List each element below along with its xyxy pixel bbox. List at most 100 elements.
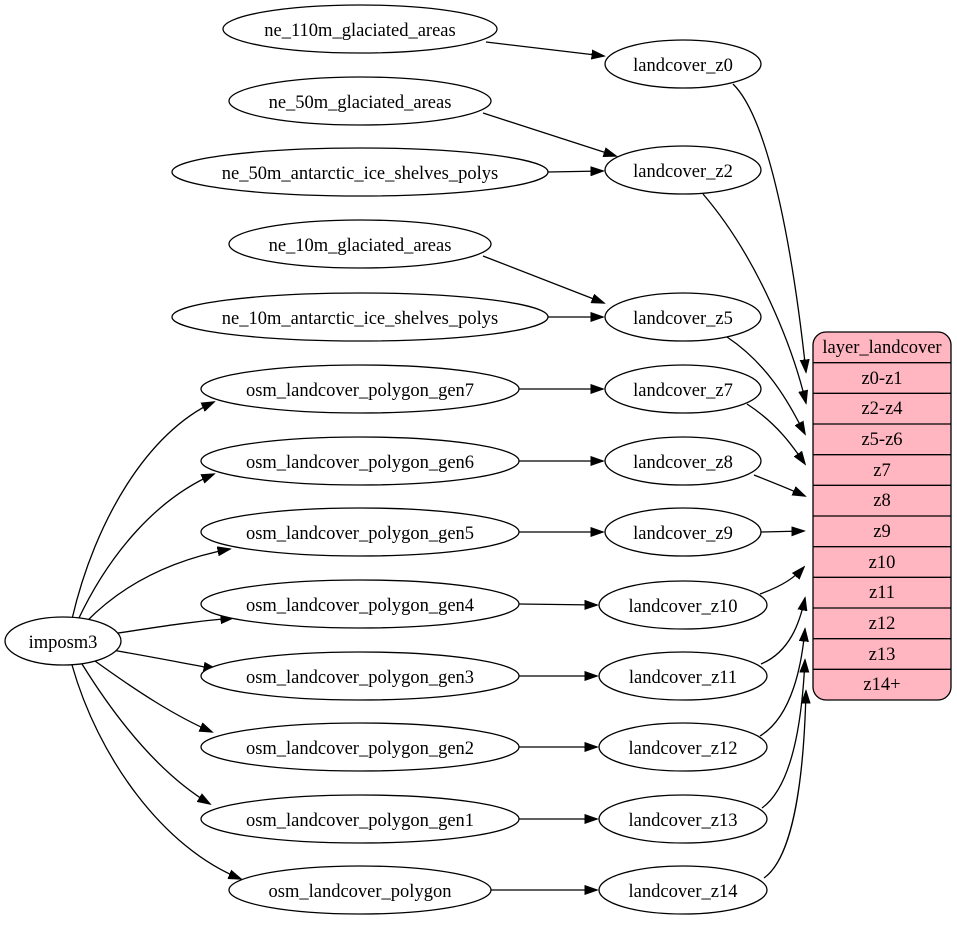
node-shape	[604, 145, 762, 195]
node-landcover_z2: landcover_z2	[604, 145, 762, 195]
node-osm_landcover_polygon_gen2: osm_landcover_polygon_gen2	[200, 722, 520, 772]
edge-imposm3-to-osm_landcover_polygon_gen2	[94, 660, 212, 732]
table-row-z8: z8	[873, 491, 890, 511]
node-ne_10m_antarctic_ice_shelves_polys: ne_10m_antarctic_ice_shelves_polys	[171, 292, 549, 342]
table-row-z7: z7	[873, 461, 890, 481]
edge-landcover_z14-to-row-z14-plus	[763, 691, 806, 879]
edge-imposm3-to-osm_landcover_polygon	[71, 664, 241, 879]
node-label: osm_landcover_polygon_gen5	[246, 524, 474, 544]
node-imposm3: imposm3	[4, 616, 122, 666]
node-shape	[598, 722, 768, 772]
table-row-z2-z4: z2-z4	[861, 399, 902, 419]
node-shape	[200, 722, 520, 772]
edge-layer	[71, 41, 806, 890]
node-shape	[228, 219, 492, 269]
node-label: ne_50m_glaciated_areas	[269, 93, 452, 113]
node-label: osm_landcover_polygon_gen3	[246, 668, 474, 688]
node-landcover_z13: landcover_z13	[598, 794, 768, 844]
table-row-z14-plus: z14+	[863, 675, 900, 695]
edge-landcover_z5-to-row-z5-z6	[726, 336, 805, 434]
edge-landcover_z13-to-row-z13	[761, 660, 805, 809]
node-ne_10m_glaciated_areas: ne_10m_glaciated_areas	[228, 219, 492, 269]
node-shape	[598, 580, 768, 630]
node-shape	[228, 76, 492, 126]
node-label: landcover_z0	[633, 56, 733, 76]
edge-landcover_z11-to-row-z11	[760, 598, 805, 665]
node-ne_50m_antarctic_ice_shelves_polys: ne_50m_antarctic_ice_shelves_polys	[171, 147, 549, 197]
edge-landcover_z7-to-row-z7	[746, 403, 805, 464]
edge-landcover_z2-to-row-z2-z4	[702, 193, 806, 403]
table-title: layer_landcover	[822, 338, 941, 358]
edge-landcover_z12-to-row-z12	[759, 629, 805, 737]
node-ne_110m_glaciated_areas: ne_110m_glaciated_areas	[222, 4, 498, 54]
node-label: osm_landcover_polygon_gen6	[246, 453, 474, 473]
edge-imposm3-to-osm_landcover_polygon_gen4	[111, 618, 233, 635]
edge-ne_110m_glaciated_areas-to-landcover_z0	[485, 41, 604, 56]
node-label: landcover_z10	[629, 597, 738, 617]
node-label: osm_landcover_polygon_gen1	[246, 811, 474, 831]
node-shape	[171, 292, 549, 342]
node-shape	[4, 616, 122, 666]
node-landcover_z5: landcover_z5	[604, 292, 762, 342]
edge-imposm3-to-osm_landcover_polygon_gen5	[85, 549, 230, 623]
node-shape	[200, 507, 520, 557]
edge-ne_10m_glaciated_areas-to-landcover_z5	[482, 255, 604, 303]
node-landcover_z10: landcover_z10	[598, 580, 768, 630]
node-osm_landcover_polygon_gen1: osm_landcover_polygon_gen1	[200, 794, 520, 844]
node-shape	[604, 507, 762, 557]
node-label: osm_landcover_polygon_gen7	[246, 381, 474, 401]
node-label: landcover_z8	[633, 453, 733, 473]
edge-ne_50m_antarctic_ice_shelves_polys-to-landcover_z2	[547, 171, 603, 172]
table-row-z11: z11	[869, 583, 895, 603]
table-row-z13: z13	[869, 645, 896, 665]
node-landcover_z12: landcover_z12	[598, 722, 768, 772]
node-shape	[200, 364, 520, 414]
node-shape	[228, 865, 492, 915]
node-osm_landcover_polygon_gen4: osm_landcover_polygon_gen4	[200, 579, 520, 629]
node-landcover_z14: landcover_z14	[598, 865, 768, 915]
node-label: landcover_z5	[633, 309, 733, 329]
node-label: landcover_z14	[629, 882, 738, 902]
node-landcover_z7: landcover_z7	[604, 364, 762, 414]
table-row-z0-z1: z0-z1	[861, 369, 902, 389]
node-label: ne_110m_glaciated_areas	[264, 21, 455, 41]
node-label: ne_50m_antarctic_ice_shelves_polys	[222, 164, 498, 184]
node-osm_landcover_polygon_gen7: osm_landcover_polygon_gen7	[200, 364, 520, 414]
node-osm_landcover_polygon: osm_landcover_polygon	[228, 865, 492, 915]
node-shape	[200, 579, 520, 629]
edge-imposm3-to-osm_landcover_polygon_gen3	[111, 649, 216, 669]
node-osm_landcover_polygon_gen5: osm_landcover_polygon_gen5	[200, 507, 520, 557]
node-label: ne_10m_glaciated_areas	[269, 236, 452, 256]
edge-landcover_z10-to-row-z10	[759, 567, 804, 595]
node-landcover_z0: landcover_z0	[604, 39, 762, 89]
node-ne_50m_glaciated_areas: ne_50m_glaciated_areas	[228, 76, 492, 126]
node-label: landcover_z7	[633, 381, 733, 401]
node-label: osm_landcover_polygon_gen4	[246, 596, 474, 616]
node-shape	[598, 794, 768, 844]
node-label: landcover_z11	[629, 668, 737, 688]
node-label: osm_landcover_polygon	[269, 882, 452, 902]
node-shape	[598, 651, 768, 701]
edge-imposm3-to-osm_landcover_polygon_gen6	[77, 474, 214, 621]
edge-imposm3-to-osm_landcover_polygon_gen7	[71, 402, 214, 620]
node-landcover_z11: landcover_z11	[598, 651, 768, 701]
table-row-z10: z10	[869, 553, 896, 573]
table-row-z12: z12	[869, 614, 896, 634]
edge-imposm3-to-osm_landcover_polygon_gen1	[81, 663, 210, 804]
node-shape	[200, 651, 520, 701]
table-row-z9: z9	[873, 522, 890, 542]
table-layer_landcover: layer_landcover z0-z1 z2-z4 z5-z6 z7 z8 …	[812, 331, 952, 701]
node-label: landcover_z12	[629, 739, 738, 759]
node-shape	[171, 147, 549, 197]
node-label: imposm3	[29, 633, 98, 653]
edge-landcover_z9-to-row-z9	[760, 531, 804, 532]
node-landcover_z9: landcover_z9	[604, 507, 762, 557]
edge-ne_50m_glaciated_areas-to-landcover_z2	[482, 112, 616, 156]
node-shape	[604, 436, 762, 486]
table-row-z5-z6: z5-z6	[861, 430, 902, 450]
node-shape	[200, 436, 520, 486]
node-shape	[604, 39, 762, 89]
edge-landcover_z0-to-row-z0-z1	[732, 83, 806, 372]
